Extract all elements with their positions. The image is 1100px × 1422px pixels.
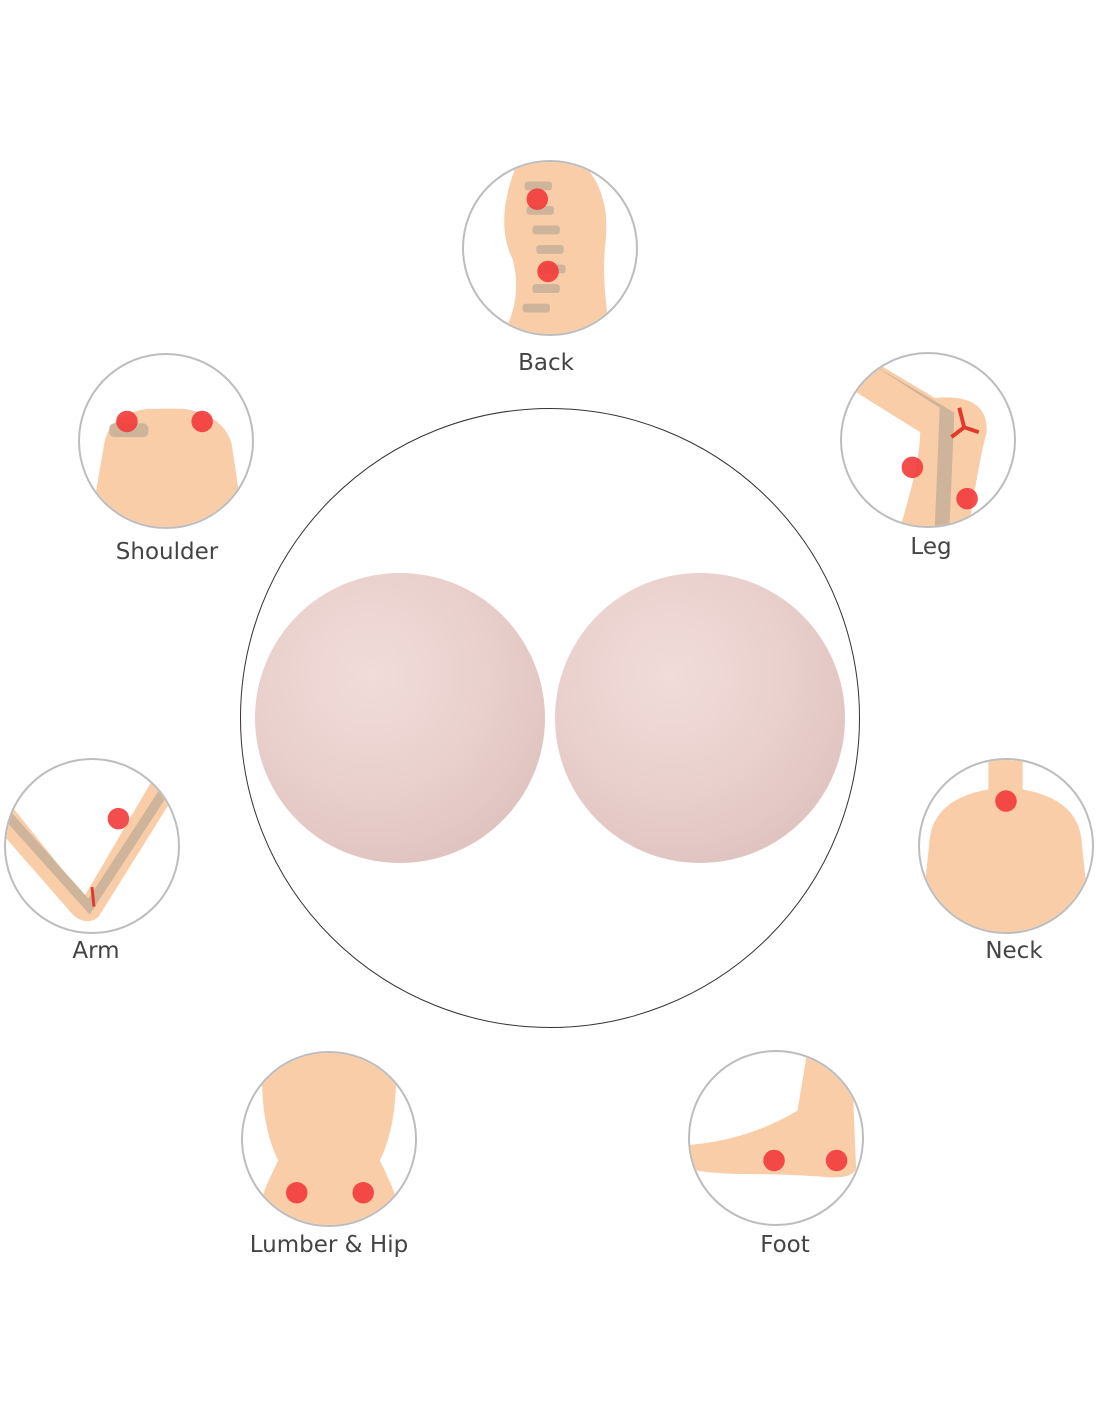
label-leg: Leg bbox=[910, 534, 952, 560]
foot-icon bbox=[688, 1050, 864, 1226]
massage-ball-left bbox=[255, 573, 545, 863]
shoulder-icon bbox=[78, 353, 254, 529]
label-foot: Foot bbox=[760, 1232, 810, 1258]
label-neck: Neck bbox=[985, 938, 1043, 964]
label-back: Back bbox=[518, 350, 574, 376]
label-arm: Arm bbox=[72, 938, 120, 964]
neck-icon bbox=[918, 758, 1094, 934]
knee-leg-icon bbox=[840, 352, 1016, 528]
massage-ball-right bbox=[555, 573, 845, 863]
lower-back-hip-icon bbox=[241, 1051, 417, 1227]
label-lumber-hip: Lumber & Hip bbox=[249, 1232, 409, 1258]
elbow-arm-icon bbox=[4, 758, 180, 934]
label-shoulder: Shoulder bbox=[115, 539, 219, 565]
back-spine-icon bbox=[462, 160, 638, 336]
product-frame-circle bbox=[240, 408, 860, 1028]
